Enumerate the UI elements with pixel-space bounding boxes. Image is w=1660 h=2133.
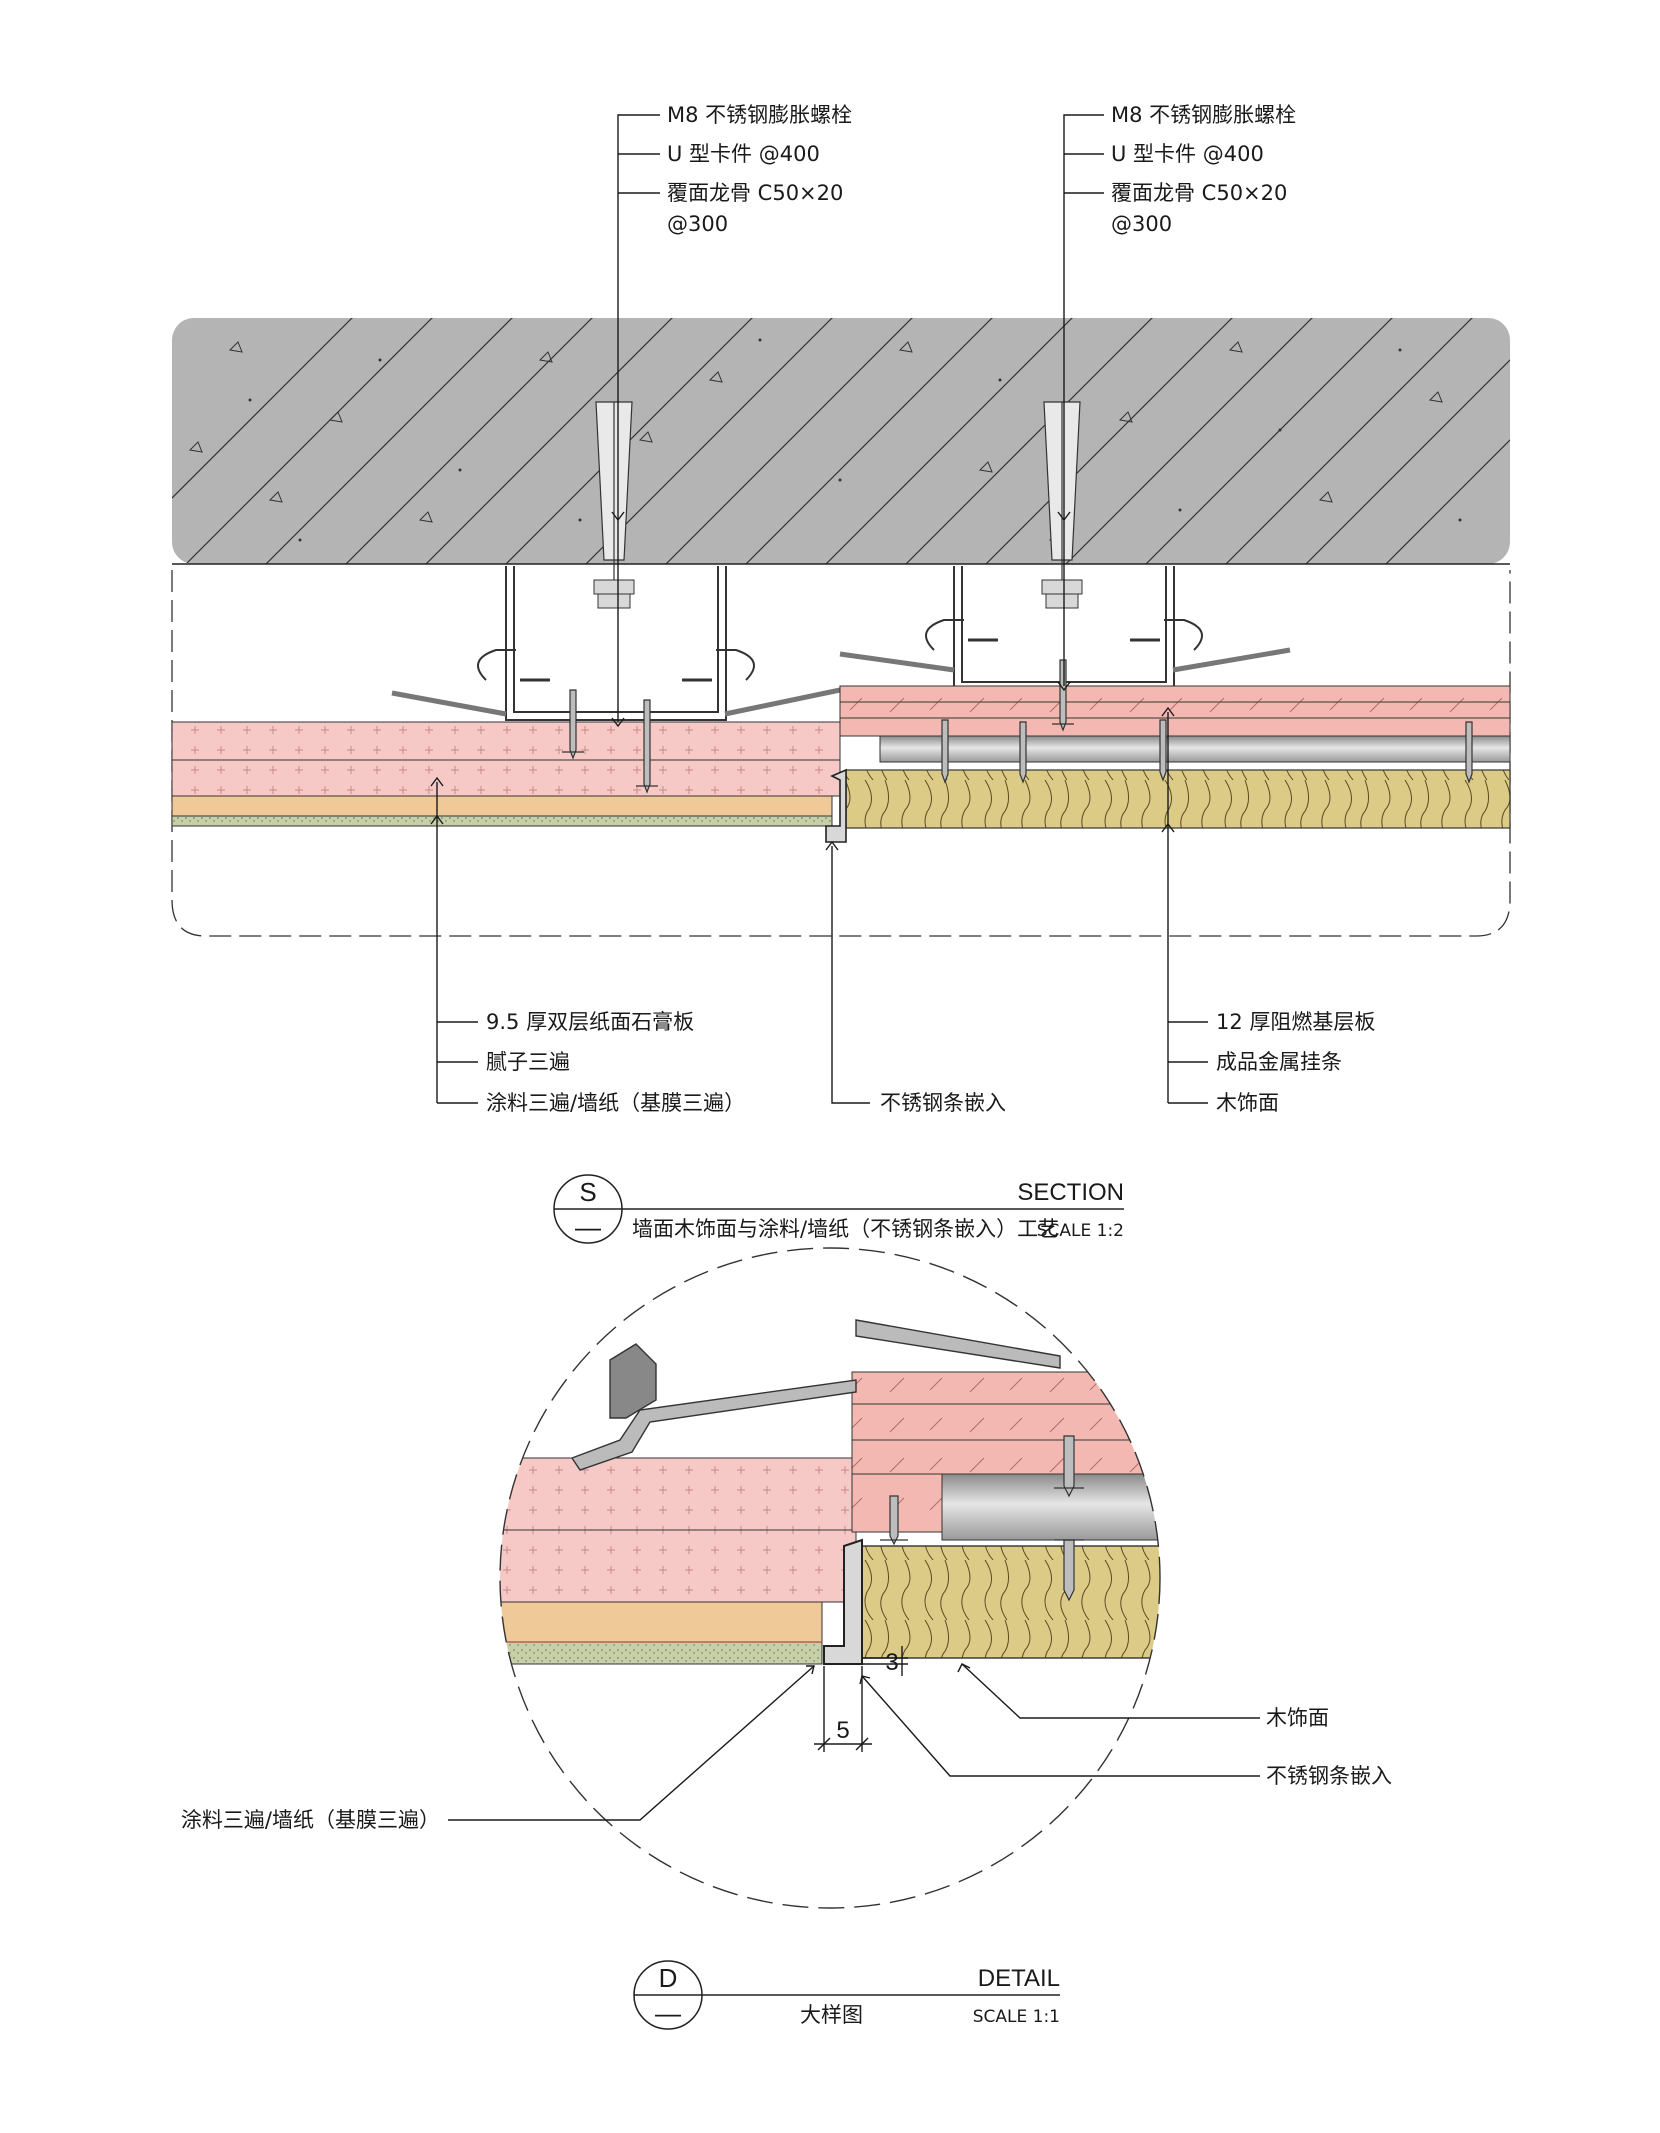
label-keel-spacing-left: @300 (667, 212, 728, 236)
leader-bottom-mid (825, 840, 870, 1104)
label-steel-inlay: 不锈钢条嵌入 (880, 1091, 1006, 1115)
leader-top-left (611, 114, 660, 728)
detail-title-block: D — DETAIL 大样图 SCALE 1:1 (633, 1960, 1060, 2030)
detail-name: 大样图 (800, 2003, 863, 2027)
leader-bottom-left (430, 776, 478, 1104)
screws (562, 659, 1473, 794)
leader-detail-wood (957, 1663, 1260, 1719)
section-name: 墙面木饰面与涂料/墙纸（不锈钢条嵌入）工艺 (632, 1217, 1059, 1241)
leader-bottom-right (1161, 706, 1208, 1104)
label-detail-steel: 不锈钢条嵌入 (1266, 1764, 1392, 1788)
concrete-slab (172, 318, 1510, 564)
expansion-bolt-left (593, 401, 635, 609)
label-detail-wood: 木饰面 (1266, 1706, 1329, 1730)
expansion-bolt-right (1041, 401, 1083, 609)
leader-detail-steel (859, 1675, 1260, 1777)
metal-hanger-strip (879, 735, 1511, 763)
label-bracket-right: U 型卡件 @400 (1111, 142, 1264, 166)
label-metal-hanger: 成品金属挂条 (1216, 1050, 1342, 1074)
section-heading: SECTION (1017, 1179, 1124, 1206)
label-keel-right: 覆面龙骨 C50×20 (1111, 181, 1287, 205)
dimension-width: 5 (814, 1666, 872, 1752)
gypsum-board (171, 721, 841, 797)
section-drawing: M8 不锈钢膨胀螺栓 U 型卡件 @400 覆面龙骨 C50×20 @300 M… (171, 103, 1511, 1244)
label-keel-spacing-right: @300 (1111, 212, 1172, 236)
label-bolt-left: M8 不锈钢膨胀螺栓 (667, 103, 852, 127)
detail-dashed-circle (499, 1247, 1161, 1909)
detail-symbol: D (659, 1963, 678, 1993)
label-base-board: 12 厚阻燃基层板 (1216, 1010, 1375, 1034)
section-scale: SCALE 1:2 (1037, 1221, 1124, 1241)
label-gypsum: 9.5 厚双层纸面石膏板 (486, 1010, 694, 1034)
detail-sub-symbol: — (655, 1998, 681, 2028)
stainless-steel-inlay (825, 768, 847, 843)
putty-layer (171, 795, 833, 817)
section-symbol: S (579, 1177, 596, 1207)
wood-veneer (845, 769, 1511, 829)
leader-top-right (1057, 114, 1104, 692)
dimension-3: 3 (885, 1649, 898, 1676)
fire-retardant-base-board (839, 685, 1511, 737)
label-wood-veneer: 木饰面 (1216, 1091, 1279, 1115)
leader-detail-paint (448, 1665, 815, 1821)
section-dashed-boundary (171, 570, 1511, 937)
paint-layer (171, 815, 833, 827)
detail-scale: SCALE 1:1 (973, 2007, 1060, 2027)
detail-drawing: 5 3 木饰面 不锈钢条嵌入 涂料三遍/墙纸（基膜三遍） D (181, 1247, 1392, 2030)
label-detail-paint: 涂料三遍/墙纸（基膜三遍） (181, 1808, 440, 1832)
label-bolt-right: M8 不锈钢膨胀螺栓 (1111, 103, 1296, 127)
label-paint: 涂料三遍/墙纸（基膜三遍） (486, 1091, 745, 1115)
label-keel-left: 覆面龙骨 C50×20 (667, 181, 843, 205)
u-bracket-left (391, 566, 841, 721)
label-bracket-left: U 型卡件 @400 (667, 142, 820, 166)
section-sub-symbol: — (575, 1212, 601, 1242)
detail-heading: DETAIL (978, 1965, 1060, 1992)
section-title-block: S — SECTION 墙面木饰面与涂料/墙纸（不锈钢条嵌入）工艺 SCALE … (553, 1174, 1124, 1244)
dimension-depth: 3 (862, 1646, 908, 1676)
dimension-5: 5 (836, 1717, 849, 1744)
label-putty: 腻子三遍 (486, 1050, 570, 1074)
